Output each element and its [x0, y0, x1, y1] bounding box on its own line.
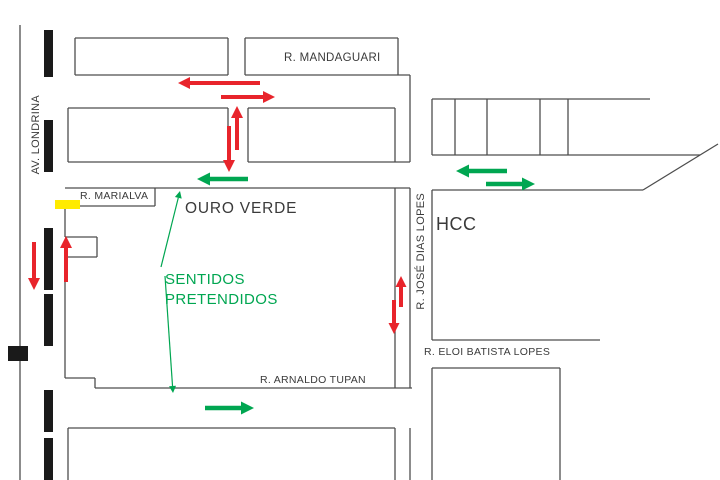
- red-direction-arrow: [60, 236, 72, 282]
- green-direction-arrow: [205, 401, 254, 415]
- road-median-bar: [44, 390, 53, 432]
- red-direction-arrow: [178, 77, 260, 89]
- red-direction-arrow-head: [263, 91, 275, 103]
- legend-line-2: PRETENDIDOS: [165, 290, 278, 308]
- street-label-marialva: R. MARIALVA: [80, 190, 149, 202]
- red-direction-arrow-head: [388, 323, 400, 334]
- green-direction-arrow: [197, 172, 248, 186]
- road-median-bar: [44, 120, 53, 172]
- red-direction-arrow-head: [178, 77, 190, 89]
- road-median-bar: [44, 228, 53, 290]
- red-direction-arrow: [28, 242, 40, 290]
- area-label-ouro-verde: OURO VERDE: [185, 200, 298, 217]
- green-direction-arrow: [456, 164, 507, 178]
- street-label-jose-dias-lopes: R. JOSÉ DIAS LOPES: [415, 193, 427, 310]
- red-direction-arrow: [221, 91, 275, 103]
- street-label-eloi-batista-lopes: R. ELOI BATISTA LOPES: [424, 346, 551, 358]
- red-direction-arrow-head: [28, 278, 40, 290]
- street-line: [642, 143, 719, 191]
- red-direction-arrow: [223, 126, 235, 172]
- legend-leader-arrow: [160, 191, 182, 268]
- red-direction-arrow: [231, 106, 243, 150]
- red-direction-arrow-head: [231, 106, 243, 118]
- road-median-bar: [44, 438, 53, 480]
- legend-sentidos-pretendidos: SENTIDOS PRETENDIDOS: [165, 270, 278, 309]
- street-label-mandaguari: R. MANDAGUARI: [284, 52, 381, 64]
- legend-line-1: SENTIDOS: [165, 271, 245, 288]
- green-direction-arrow: [486, 177, 535, 191]
- red-direction-arrow-head: [223, 160, 235, 172]
- yellow-road-marker: [55, 200, 80, 209]
- building-label-hcc: HCC: [436, 214, 477, 234]
- road-median-bar: [44, 294, 53, 346]
- red-direction-arrow-head: [395, 276, 407, 287]
- red-direction-arrow-head: [60, 236, 72, 248]
- street-label-arnaldo-tupan: R. ARNALDO TUPAN: [260, 374, 366, 386]
- road-median-bar: [8, 346, 28, 361]
- road-median-bar: [44, 30, 53, 77]
- green-direction-arrow-head: [197, 172, 210, 186]
- legend-leader-arrow-head: [174, 191, 182, 199]
- green-direction-arrow-head: [522, 177, 535, 191]
- green-direction-arrow-head: [456, 164, 469, 178]
- legend-leader-arrow-head: [169, 385, 177, 393]
- green-direction-arrow-head: [241, 401, 254, 415]
- legend-leader-arrow-shaft: [164, 275, 174, 387]
- red-direction-arrow: [388, 300, 400, 334]
- street-label-av-londrina: AV. LONDRINA: [30, 95, 42, 175]
- legend-leader-arrow: [164, 275, 177, 393]
- legend-leader-arrow-shaft: [160, 197, 179, 268]
- red-direction-arrow: [395, 276, 407, 307]
